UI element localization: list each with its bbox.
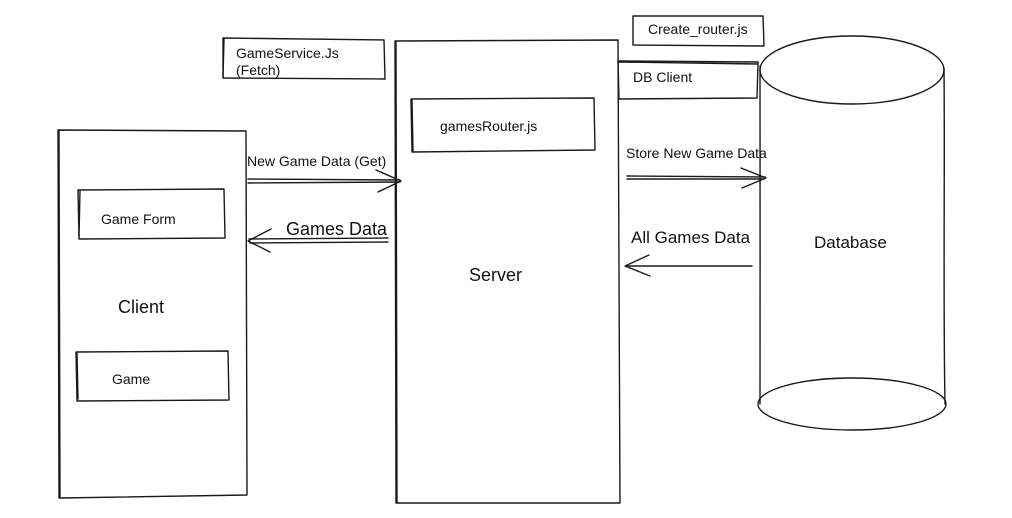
- games-router-label: gamesRouter.js: [440, 118, 538, 134]
- all-games-data-label: All Games Data: [631, 228, 751, 247]
- arrow-new-game-data: [247, 169, 402, 193]
- arrow-games-data: [247, 228, 389, 253]
- client-label: Client: [118, 297, 165, 317]
- games-router-box: [410, 97, 596, 153]
- database-label: Database: [814, 233, 887, 252]
- db-client-box: [617, 60, 759, 100]
- server-box: [394, 39, 621, 504]
- arrow-all-games-data: [624, 254, 753, 277]
- game-label: Game: [112, 371, 151, 387]
- create-router-label: Create_router.js: [648, 21, 748, 37]
- game-form-box: [77, 188, 226, 240]
- server-label: Server: [469, 265, 523, 285]
- game-service-box: [222, 37, 386, 80]
- arrow-store-new-game-data: [626, 167, 767, 189]
- store-new-game-data-label: Store New Game Data: [626, 145, 767, 161]
- database-cylinder: [757, 35, 947, 431]
- create-router-box: [632, 15, 765, 47]
- game-service-label: GameService.Js: [236, 45, 339, 61]
- games-data-label: Games Data: [286, 219, 388, 239]
- client-box: [57, 129, 248, 499]
- game-service-fetch-label: (Fetch): [236, 62, 281, 78]
- db-client-label: DB Client: [633, 69, 693, 85]
- new-game-data-label: New Game Data (Get): [247, 153, 387, 169]
- game-box: [75, 350, 230, 402]
- game-form-label: Game Form: [101, 211, 176, 227]
